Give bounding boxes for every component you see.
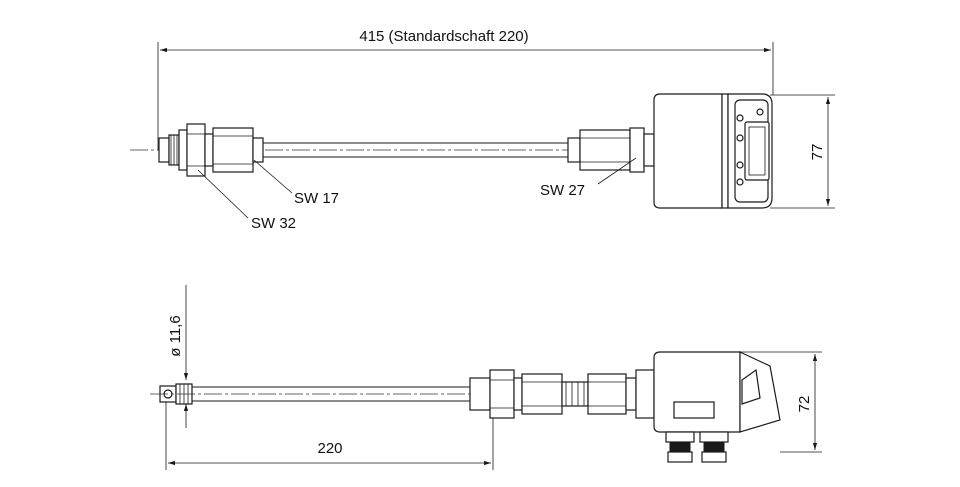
side-height-dimension: 72 (740, 351, 822, 453)
connector-left (665, 431, 695, 463)
sw27-label: SW 27 (540, 182, 585, 199)
shaft-length-dimension: 220 (165, 402, 494, 470)
diameter-dimension: ø 11,6 (167, 285, 189, 428)
overall-length-label: 415 (Standardschaft 220) (359, 28, 528, 45)
wrench-size-leaders (197, 157, 637, 219)
shaft-diameter-label: ø 11,6 (167, 315, 184, 356)
sw17-label: SW 17 (294, 190, 339, 207)
sensor-housing-side (653, 351, 781, 463)
probe-shaft (263, 142, 568, 158)
top-height-label: 77 (809, 144, 826, 161)
sw32-label: SW 32 (251, 215, 296, 232)
top-height-dimension: 77 (770, 94, 835, 209)
side-height-label: 72 (796, 396, 813, 413)
housing-fitting (567, 127, 655, 173)
side-fittings (469, 369, 655, 419)
sensor-housing-top (653, 93, 773, 209)
side-view: ø 11,6 (150, 285, 822, 470)
shaft-length-label: 220 (317, 440, 342, 457)
probe-tip-fitting (158, 123, 264, 177)
side-shaft (150, 386, 660, 402)
connector-right (699, 431, 729, 463)
overall-length-dimension: 415 (Standardschaft 220) (157, 28, 774, 150)
top-view: 415 (Standardschaft 220) 77 (130, 28, 835, 232)
housing-buttons (736, 108, 764, 186)
